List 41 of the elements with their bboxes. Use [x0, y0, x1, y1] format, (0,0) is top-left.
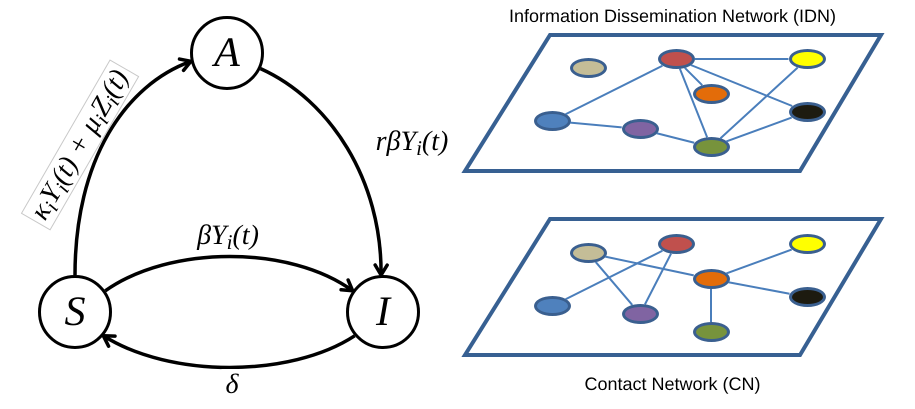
network-node [692, 269, 730, 289]
network-node [570, 58, 606, 78]
connector-line [605, 256, 694, 276]
connector-line [694, 58, 788, 60]
state-label: I [376, 291, 390, 333]
arrow [260, 67, 388, 277]
network-node [534, 111, 570, 131]
connector-line [728, 281, 790, 295]
network-node [570, 243, 606, 263]
state-label: A [214, 32, 240, 74]
connector-line [570, 122, 622, 128]
connector-line [594, 261, 634, 306]
network-node [788, 49, 826, 69]
connector-line [690, 64, 793, 107]
network-node [788, 287, 826, 307]
connector-line [726, 248, 792, 274]
connector-line [720, 66, 798, 140]
network-node [692, 137, 730, 157]
network-node [658, 234, 694, 254]
network-node [534, 296, 570, 316]
state-label: S [64, 291, 86, 333]
connector-line [656, 132, 694, 144]
network-node [692, 84, 730, 104]
network-node [658, 49, 694, 69]
arrow [73, 58, 193, 276]
connector-line [726, 116, 792, 142]
connector-line [565, 250, 663, 300]
connector-line [678, 68, 708, 138]
arrow [104, 254, 354, 293]
arrow [102, 334, 356, 370]
network-title: Information Dissemination Network (IDN) [508, 5, 838, 28]
network-node [788, 234, 826, 254]
network-node [622, 119, 658, 139]
network-node [788, 102, 826, 122]
connector-line [684, 67, 703, 86]
connector-line [710, 289, 712, 322]
connector-line [565, 64, 663, 116]
connector-line [644, 253, 672, 305]
network-node [692, 322, 730, 342]
network-title: Contact Network (CN) [583, 373, 762, 396]
network-node [622, 304, 658, 324]
